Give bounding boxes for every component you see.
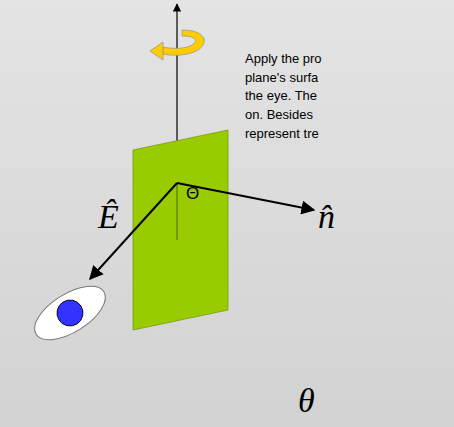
rotation-arrow: [150, 30, 204, 60]
angle-symbol: θ: [298, 382, 315, 419]
angle-label: Θ: [186, 185, 199, 204]
vector-label: n̂: [318, 198, 335, 235]
eye-vector: [90, 183, 177, 279]
normal-vector: [177, 183, 314, 210]
eye: [26, 276, 114, 351]
axis-behind: [177, 183, 178, 240]
note-text: Apply the pro plane's surfa the eye. The…: [245, 50, 337, 144]
plane: [133, 130, 228, 330]
vector-label: Ê: [98, 198, 119, 235]
